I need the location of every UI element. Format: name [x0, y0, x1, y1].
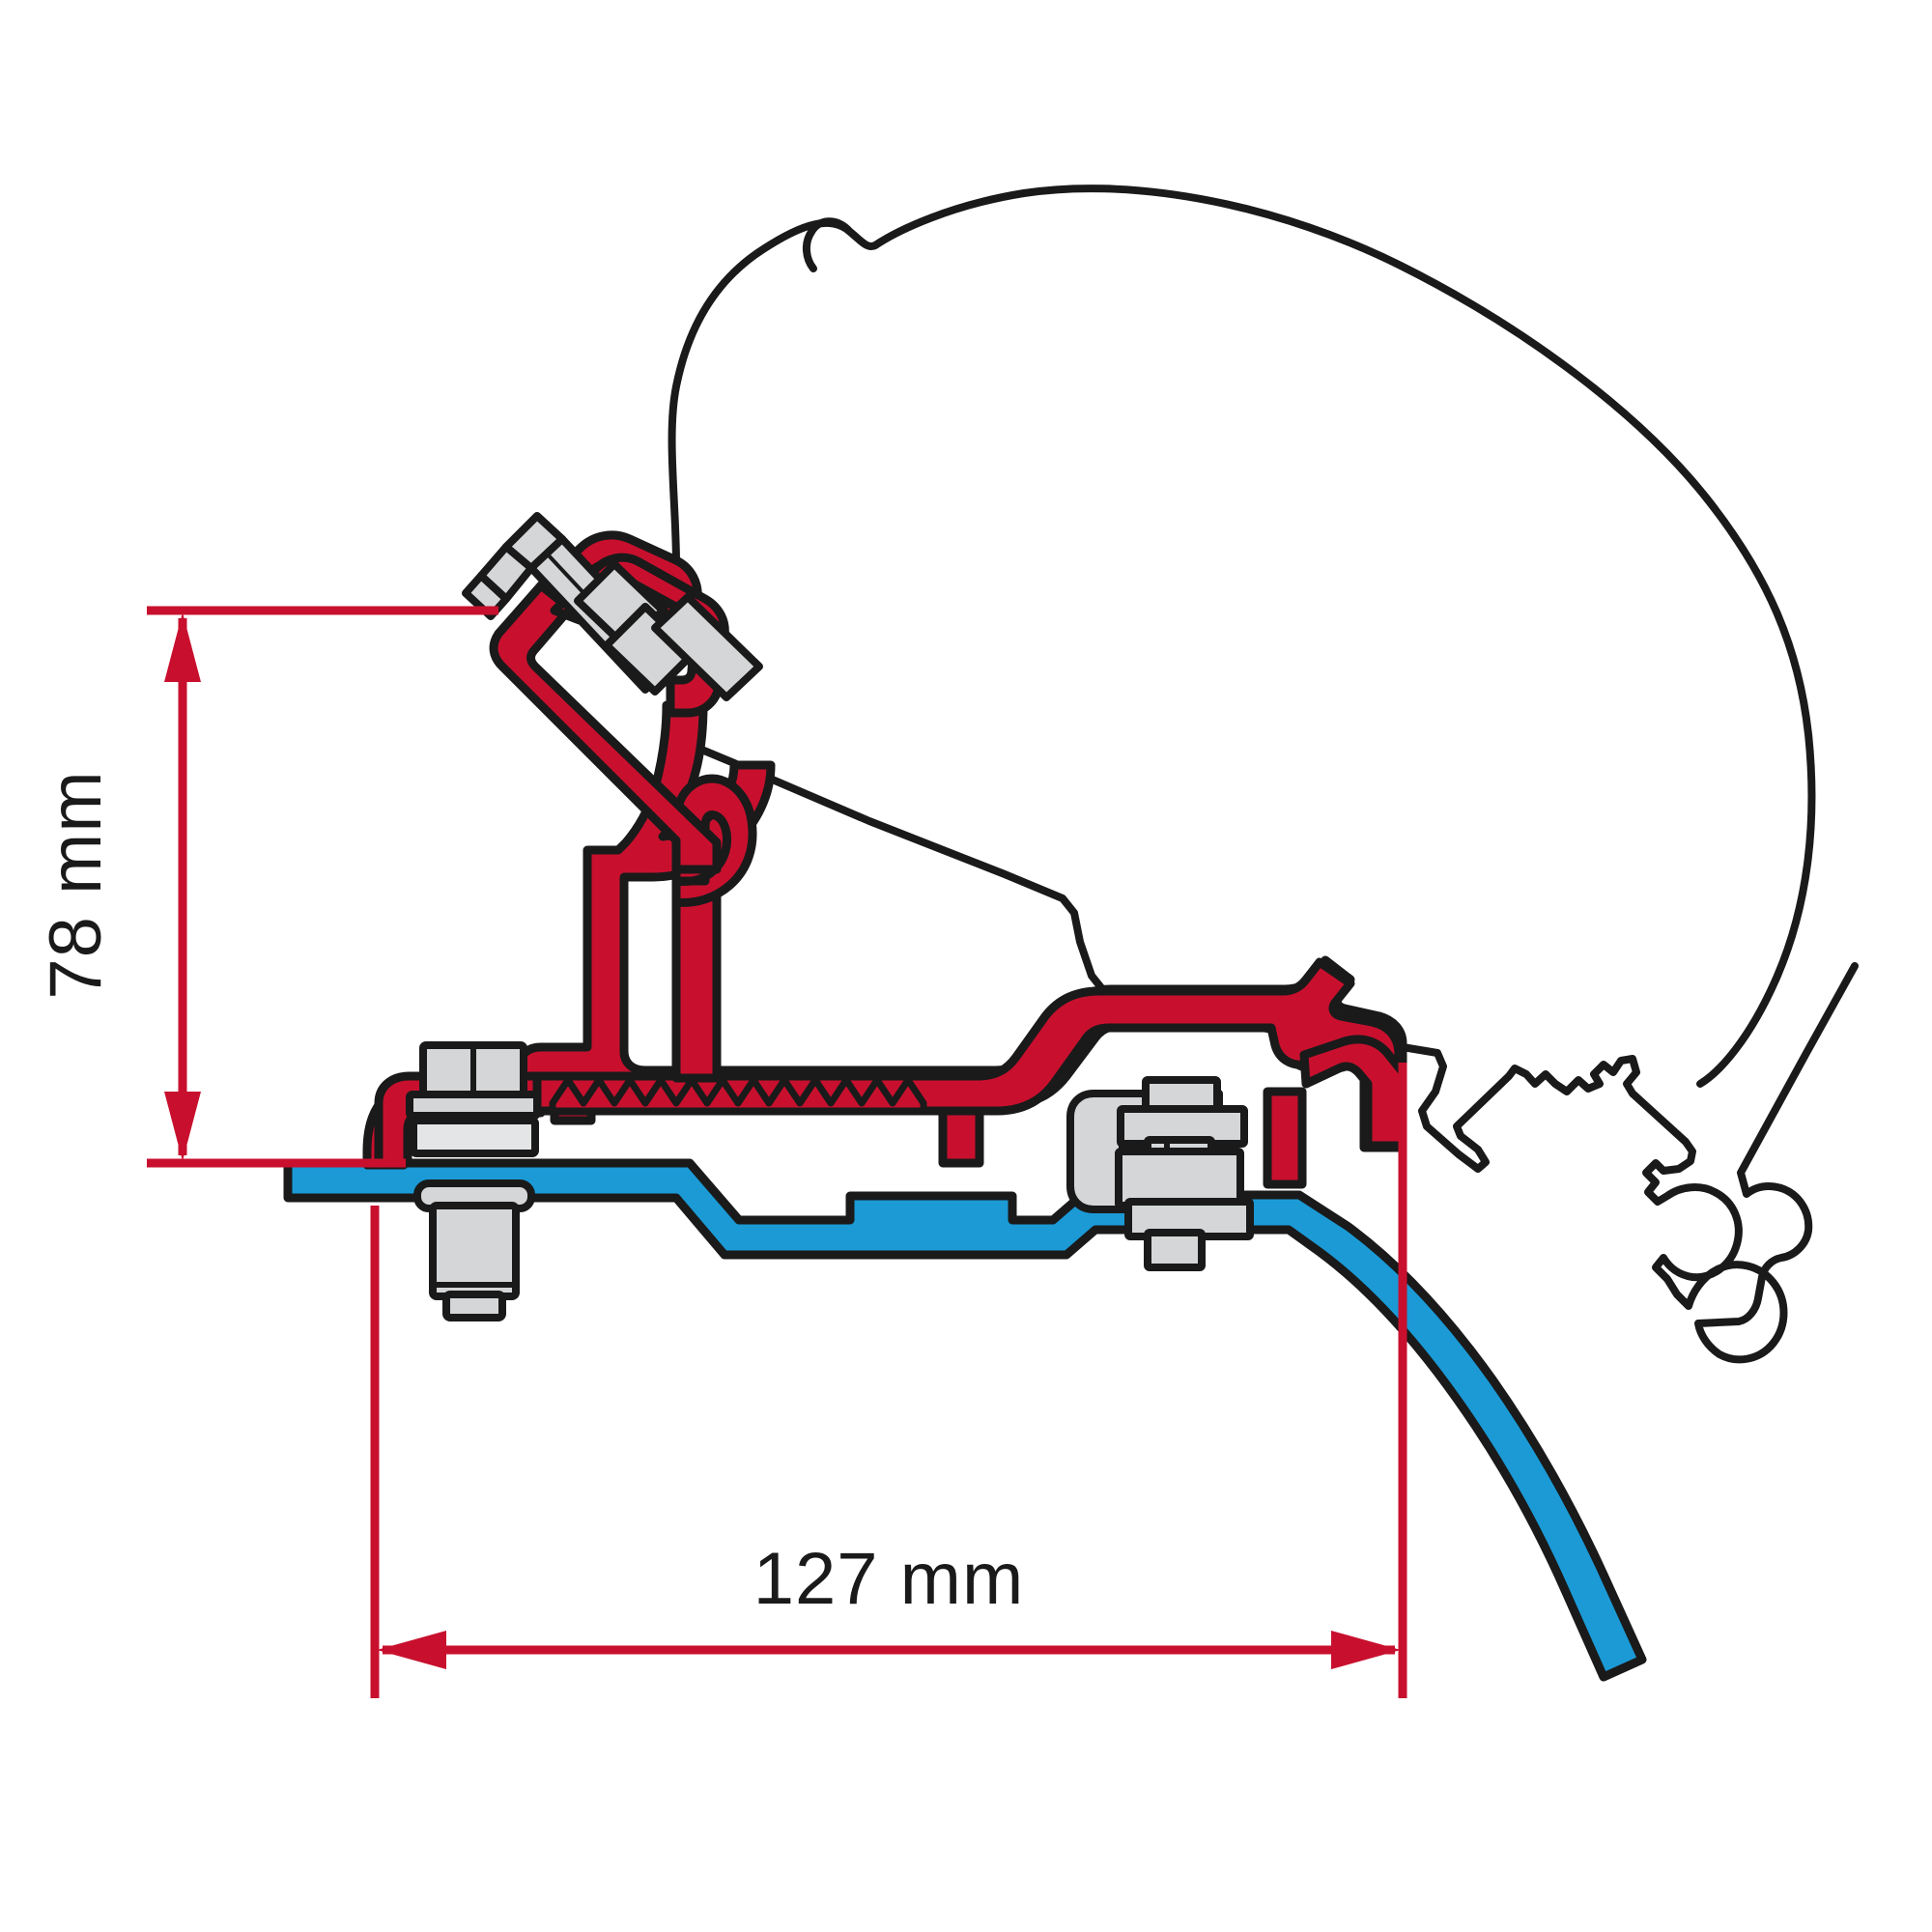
vehicle-roof-outline-group [668, 185, 1816, 1088]
vehicle-roof-outline [668, 185, 1816, 1088]
dim78-arrow-bottom [164, 1092, 201, 1161]
dim78-arrow-top [164, 612, 201, 682]
left-bolt-nut [410, 1117, 539, 1157]
left-mount-bolt [406, 1041, 541, 1321]
right-clamp-block [1066, 1076, 1254, 1271]
dim127-arrow-left [377, 1631, 446, 1669]
dimension-horizontal-127mm: 127 mm [370, 1063, 1407, 1698]
bracket-right-arm [1263, 1087, 1307, 1189]
serrated-interface [549, 1076, 927, 1115]
left-bolt-flange [406, 1091, 541, 1120]
roof-bump-detail [803, 217, 852, 272]
roof-panel-shape [283, 1158, 1647, 1682]
right-bolt-stud [1144, 1229, 1206, 1271]
right-bolt-nut [1115, 1148, 1244, 1209]
upper-clamp-bolt [462, 512, 763, 701]
awning-rail-profile [1399, 962, 1859, 1364]
dimension-vertical-78mm: 78 mm [35, 606, 498, 1168]
upper-clamp-bar [651, 593, 763, 701]
roof-panel-blue [283, 1158, 1647, 1682]
dim127-arrow-right [1331, 1631, 1401, 1669]
dimension-label-vertical: 78 mm [35, 770, 117, 999]
bracket-rail-fin [1299, 1035, 1407, 1151]
dimension-label-horizontal: 127 mm [753, 1538, 1025, 1620]
left-bolt-endcap [442, 1291, 506, 1321]
awning-rail-outline [1399, 962, 1859, 1364]
